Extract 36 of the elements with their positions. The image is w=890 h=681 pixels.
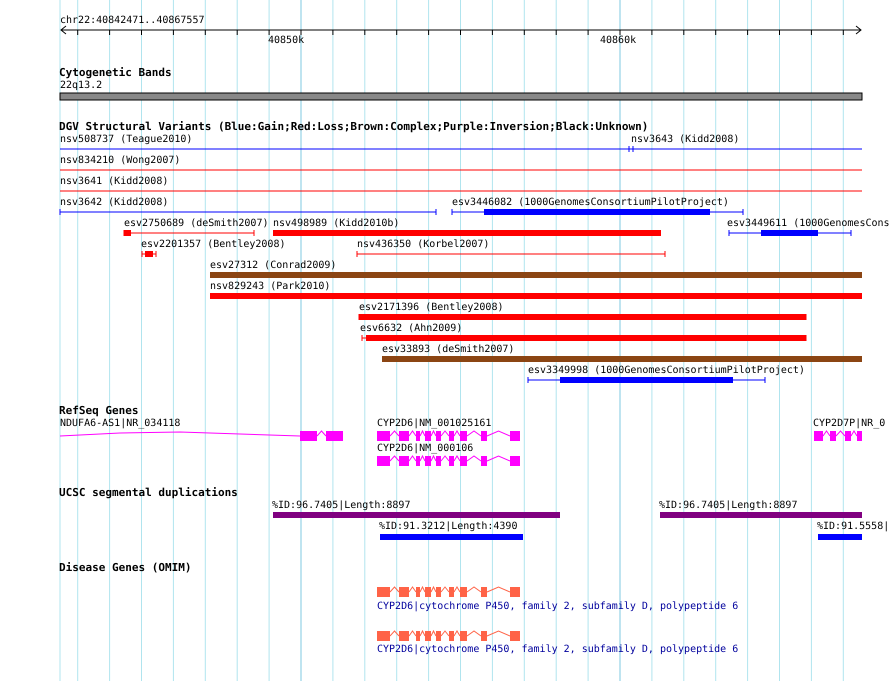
track-title: UCSC segmental duplications [59,487,238,499]
gene-label: CYP2D6|NM_001025161 [377,418,492,430]
track-title: RefSeq Genes [59,405,138,417]
track-title: Cytogenetic Bands [59,67,172,79]
band-label: 22q13.2 [60,80,102,92]
feature-label: esv3349998 (1000GenomesConsortiumPilotProject) [528,365,805,377]
gene-label: CYP2D6|cytochrome P450, family 2, subfamily D, polypeptide 6 [377,644,738,656]
track-title: Disease Genes (OMIM) [59,562,192,574]
feature-label: esv3449611 (1000GenomesCons [727,218,890,230]
feature-label: nsv436350 (Korbel2007) [357,239,490,251]
tick-label: 40850k [268,35,304,47]
feature-label: nsv498989 (Kidd2010b) [273,218,400,230]
feature-label: nsv829243 (Park2010) [210,281,330,293]
feature-label: esv33893 (deSmith2007) [382,344,514,356]
feature-label: esv3446082 (1000GenomesConsortiumPilotProject) [452,197,729,209]
feature-label: esv6632 (Ahn2009) [360,323,462,335]
feature-label: esv2201357 (Bentley2008) [141,239,286,251]
feature-label: %ID:96.7405|Length:8897 [272,500,410,512]
feature-label: nsv3643 (Kidd2008) [631,134,740,146]
gene-label: NDUFA6-AS1|NR_034118 [60,418,180,430]
feature-label: nsv834210 (Wong2007) [60,155,180,167]
feature-label: nsv508737 (Teague2010) [60,134,192,146]
feature-label: esv27312 (Conrad2009) [210,260,336,272]
feature-label: nsv3642 (Kidd2008) [60,197,168,209]
feature-label: %ID:96.7405|Length:8897 [659,500,798,512]
tick-label: 40860k [600,35,636,47]
gene-label: CYP2D7P|NR_0 [813,418,886,430]
track-title: DGV Structural Variants (Blue:Gain;Red:Loss;Brown:Complex;Purple:Inversion;Black:Unknown) [59,121,648,133]
feature-label: nsv3641 (Kidd2008) [60,176,168,188]
gene-label: CYP2D6|cytochrome P450, family 2, subfamily D, polypeptide 6 [377,601,738,613]
feature-label: esv2171396 (Bentley2008) [359,302,504,314]
gene-label: CYP2D6|NM_000106 [377,443,474,455]
feature-label: %ID:91.5558| [817,521,890,533]
feature-label: %ID:91.3212|Length:4390 [379,521,518,533]
coordinate-label: chr22:40842471..40867557 [60,15,204,27]
feature-label: esv2750689 (deSmith2007) [124,218,268,230]
